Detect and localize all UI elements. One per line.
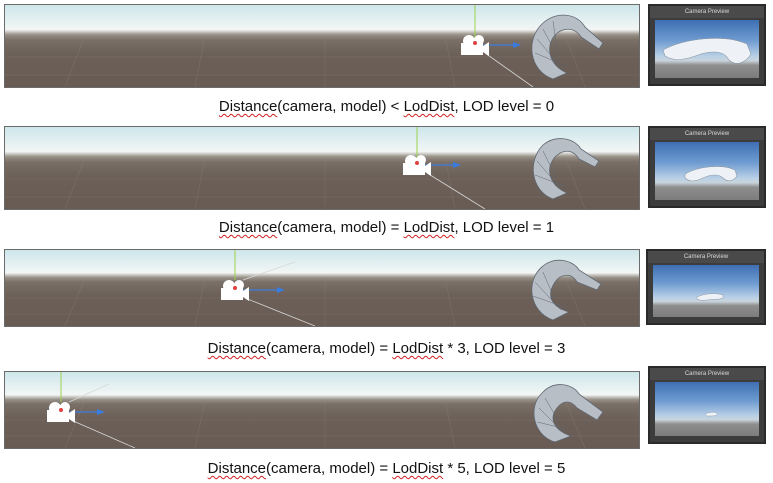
ground-grid	[5, 399, 639, 448]
caption-suffix: , LOD level = 0	[454, 98, 555, 115]
camera-gizmo-icon[interactable]	[215, 250, 325, 326]
camera-preview-panel-lod5: Camera Preview	[648, 366, 766, 444]
preview-model-icon	[704, 412, 718, 417]
caption-term1: Distance	[207, 460, 267, 477]
spiral-model-icon[interactable]	[523, 131, 609, 205]
caption-mid: (camera, model) =	[266, 340, 393, 357]
spiral-model-icon[interactable]	[521, 254, 611, 324]
camera-preview-viewport	[655, 382, 759, 436]
caption-term2: LodDist	[392, 460, 444, 477]
camera-preview-title: Camera Preview	[650, 128, 764, 140]
camera-preview-viewport	[655, 20, 759, 78]
preview-model-icon	[696, 293, 724, 301]
camera-gizmo-icon[interactable]	[455, 5, 535, 87]
caption-suffix: * 5, LOD level = 5	[443, 460, 566, 477]
caption-suffix: * 3, LOD level = 3	[443, 340, 566, 357]
scene-view-lod5[interactable]	[4, 371, 640, 449]
preview-model-icon	[662, 38, 752, 64]
caption-suffix: , LOD level = 1	[454, 219, 555, 236]
camera-preview-title: Camera Preview	[650, 368, 764, 380]
ground-grid	[5, 156, 639, 209]
caption-term1: Distance	[218, 98, 278, 115]
scene-view-lod0[interactable]	[4, 4, 640, 88]
camera-preview-panel-lod1: Camera Preview	[648, 126, 766, 208]
spiral-model-icon[interactable]	[523, 378, 609, 446]
spiral-model-icon[interactable]	[523, 9, 613, 85]
caption-mid: (camera, model) =	[266, 460, 393, 477]
caption-term2: LodDist	[392, 340, 444, 357]
camera-gizmo-icon[interactable]	[39, 372, 149, 448]
caption-term2: LodDist	[403, 98, 455, 115]
camera-preview-title: Camera Preview	[650, 6, 764, 18]
caption-term2: LodDist	[403, 219, 455, 236]
caption-lod5: Distance(camera, model) = LodDist * 5, L…	[0, 460, 773, 477]
caption-lod3: Distance(camera, model) = LodDist * 3, L…	[0, 340, 773, 357]
camera-preview-panel-lod3: Camera Preview	[646, 249, 766, 325]
scene-view-lod3[interactable]	[4, 249, 640, 327]
caption-lod1: Distance(camera, model) = LodDist, LOD l…	[0, 219, 773, 236]
caption-mid: (camera, model) <	[277, 98, 404, 115]
camera-preview-viewport	[653, 265, 759, 317]
camera-gizmo-icon[interactable]	[399, 127, 489, 209]
caption-mid: (camera, model) =	[277, 219, 404, 236]
caption-term1: Distance	[207, 340, 267, 357]
camera-preview-title: Camera Preview	[648, 251, 764, 263]
caption-lod0: Distance(camera, model) < LodDist, LOD l…	[0, 98, 773, 115]
camera-preview-panel-lod0: Camera Preview	[648, 4, 766, 86]
camera-preview-viewport	[655, 142, 759, 200]
scene-view-lod1[interactable]	[4, 126, 640, 210]
preview-model-icon	[684, 166, 738, 182]
caption-term1: Distance	[218, 219, 278, 236]
